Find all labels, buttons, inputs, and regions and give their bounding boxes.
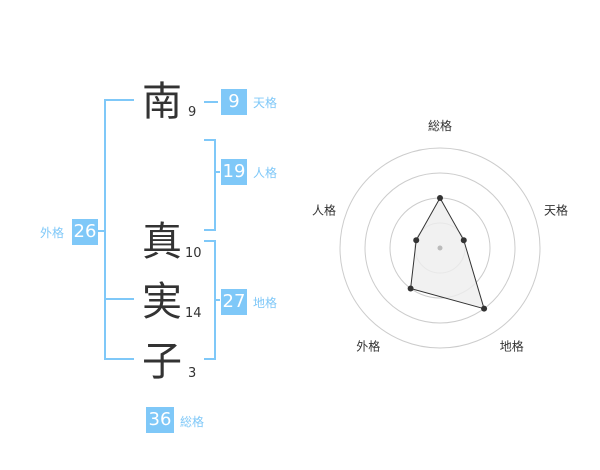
tenkaku-value-box: 9 (221, 89, 247, 115)
given-char-3: 子 (142, 339, 182, 385)
gaikaku-bracket-middle (104, 298, 134, 300)
chikaku-label: 地格 (253, 296, 278, 310)
radar-axis-label-2: 天格 (544, 202, 568, 217)
chikaku-connector (214, 299, 220, 301)
gaikaku-bracket-top (104, 99, 134, 101)
given-char-1-stroke-count: 10 (185, 246, 202, 261)
gaikaku-connector (98, 230, 106, 232)
jinkaku-bracket-bottom (204, 229, 216, 231)
tenkaku-label: 天格 (253, 96, 278, 110)
tenkaku-connector (204, 101, 218, 103)
radar-center-dot (437, 245, 443, 251)
given-char-3-stroke-count: 3 (188, 366, 197, 381)
gaikaku-value-box: 26 (72, 219, 98, 245)
chikaku-value-box: 27 (221, 289, 247, 315)
gaikaku-bracket-bottom (104, 358, 134, 360)
given-char-1: 真 (142, 219, 182, 265)
jinkaku-value-box: 19 (221, 159, 247, 185)
surname-char: 南 (142, 79, 182, 125)
jinkaku-bracket-top (204, 139, 216, 141)
radar-point-4 (407, 285, 414, 292)
radar-area (410, 196, 485, 310)
jinkaku-bracket-vertical (214, 139, 216, 231)
chikaku-bracket-top (204, 240, 216, 242)
radar-grid-ring-3 (364, 172, 516, 324)
radar-axis-label-4: 外格 (356, 339, 380, 354)
radar-axis-label-1: 総格 (428, 118, 452, 133)
radar-point-5 (413, 237, 420, 244)
radar-axis-label-3: 地格 (500, 339, 524, 354)
given-char-2-stroke-count: 14 (185, 306, 202, 321)
surname-stroke-count: 9 (188, 105, 197, 120)
radar-grid-ring-4 (339, 147, 541, 349)
jinkaku-label: 人格 (253, 166, 278, 180)
jinkaku-connector (214, 171, 220, 173)
given-char-2: 実 (142, 279, 182, 325)
soukaku-value-box: 36 (146, 407, 174, 433)
radar-point-1 (437, 195, 443, 201)
chikaku-bracket-bottom (204, 358, 216, 360)
gaikaku-label: 外格 (40, 226, 65, 240)
radar-point-2 (460, 237, 467, 244)
radar-point-3 (481, 305, 488, 312)
gaikaku-bracket-vertical (104, 99, 106, 360)
soukaku-label: 総格 (180, 415, 205, 429)
radar-axis-label-5: 人格 (312, 202, 336, 217)
